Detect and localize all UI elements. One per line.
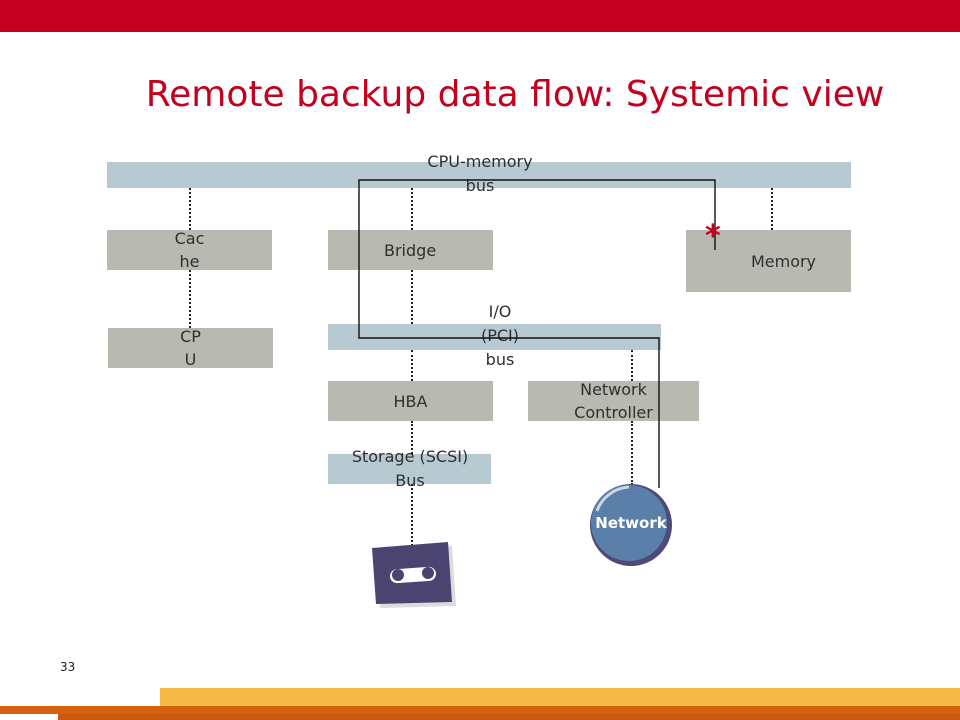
cpu-memory-bus-label-line2: bus xyxy=(465,176,495,195)
memory-label: Memory xyxy=(750,251,817,271)
network-controller-label-line1: Network xyxy=(580,380,647,399)
cpu-box: CP U xyxy=(108,327,273,369)
data-flow-line xyxy=(358,179,716,488)
network-label: Network xyxy=(595,514,667,532)
memory-box: Memory xyxy=(686,230,851,292)
io-pci-bus-label-line1: I/O xyxy=(488,302,512,321)
io-pci-bus xyxy=(328,324,661,350)
header-band xyxy=(0,0,960,32)
cache-to-bus-connector xyxy=(189,188,191,230)
hba-box: HBA xyxy=(328,381,493,421)
storage-scsi-bus xyxy=(328,454,491,484)
cpu-memory-bus-label: CPU-memory bus xyxy=(400,150,560,198)
footer-band-dark-orange xyxy=(58,714,960,720)
bridge-to-io-connector xyxy=(411,270,413,324)
bridge-label: Bridge xyxy=(384,240,437,260)
slide-title: Remote backup data flow: Systemic view xyxy=(145,74,885,115)
footer-band-gap xyxy=(0,714,58,720)
netctl-to-network-connector xyxy=(631,421,633,485)
io-pci-bus-label-line2: (PCI) xyxy=(480,326,520,345)
cpu-memory-bus-label-line1: CPU-memory xyxy=(427,152,533,171)
io-to-hba-connector xyxy=(411,350,413,381)
cache-box: Cac he xyxy=(107,229,272,271)
storage-scsi-bus-label-line1: Storage (SCSI) xyxy=(351,447,469,466)
tape-cartridge-icon xyxy=(372,542,456,608)
cpu-label-line2: U xyxy=(184,350,197,369)
network-controller-box: Network Controller xyxy=(528,380,699,422)
storage-scsi-bus-label-line2: Bus xyxy=(395,471,425,490)
io-pci-bus-label-line3: bus xyxy=(485,350,515,369)
io-pci-bus-label: I/O (PCI) bus xyxy=(460,300,540,372)
cache-to-cpu-connector xyxy=(189,270,191,328)
cpu-memory-bus xyxy=(107,162,851,188)
page-number: 33 xyxy=(60,660,76,674)
footer-band-orange xyxy=(0,706,960,714)
memory-marker-star: * xyxy=(705,219,721,254)
io-to-netctl-connector xyxy=(631,350,633,381)
cache-label-line1: Cac xyxy=(174,229,205,248)
hba-to-storage-connector xyxy=(411,421,413,454)
footer-band-yellow xyxy=(160,688,960,708)
cache-label-line2: he xyxy=(179,252,200,271)
memory-to-bus-connector xyxy=(771,188,773,230)
bridge-box: Bridge xyxy=(328,230,493,270)
hba-label: HBA xyxy=(393,391,428,411)
cpu-label-line1: CP xyxy=(180,327,201,346)
bridge-to-bus-connector xyxy=(411,188,413,230)
network-cloud-icon xyxy=(590,484,672,566)
network-controller-label-line2: Controller xyxy=(574,403,653,422)
storage-scsi-bus-label: Storage (SCSI) Bus xyxy=(330,445,490,493)
